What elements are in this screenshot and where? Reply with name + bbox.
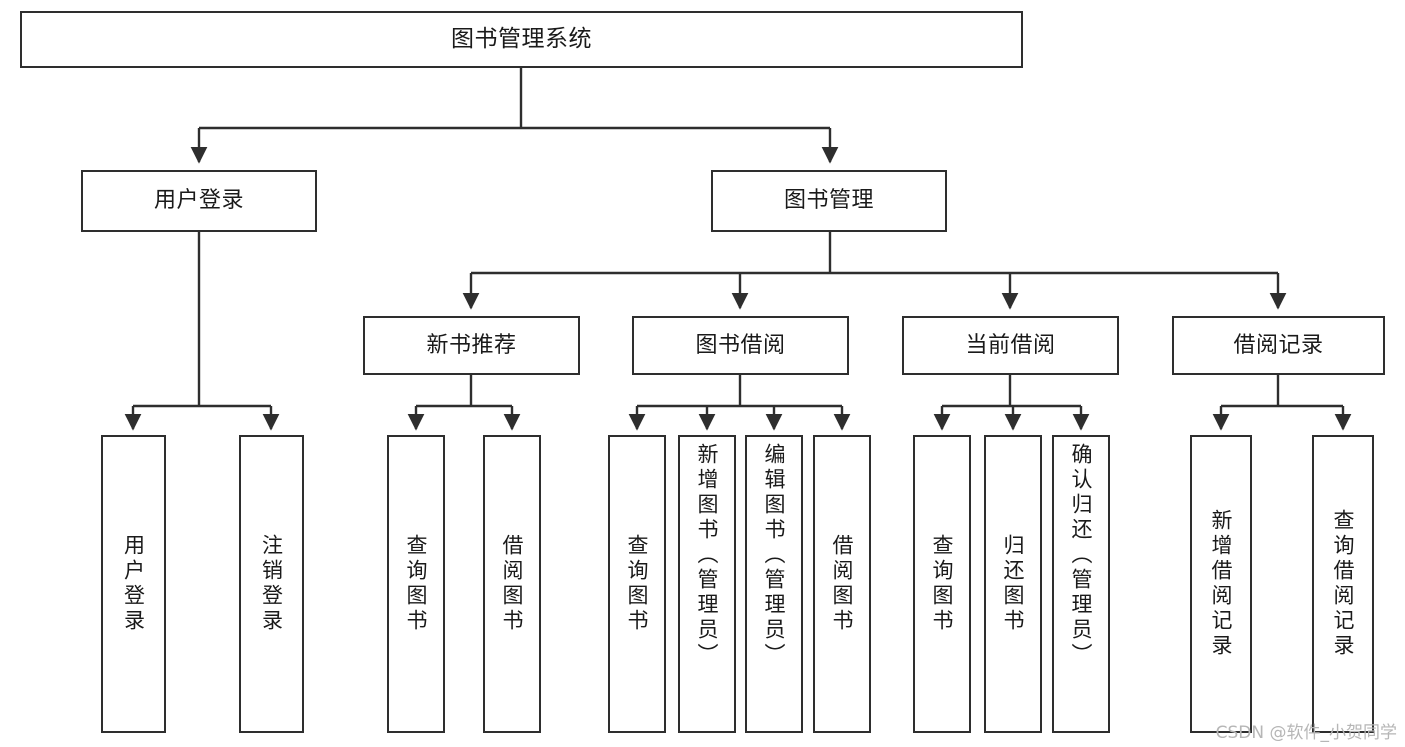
- node-root[interactable]: 图书管理系统: [20, 11, 1023, 68]
- node-leaf-query-book-1-label: 查询图书: [404, 534, 429, 634]
- node-leaf-query-borrow-record[interactable]: 查询借阅记录: [1312, 435, 1374, 733]
- node-leaf-user-login[interactable]: 用户登录: [101, 435, 166, 733]
- node-leaf-borrow-book-2[interactable]: 借阅图书: [813, 435, 871, 733]
- node-leaf-query-borrow-record-label: 查询借阅记录: [1331, 509, 1356, 659]
- node-new-book-recommend[interactable]: 新书推荐: [363, 316, 580, 375]
- node-leaf-edit-book-label: 编辑图书（管理员）: [762, 443, 787, 668]
- node-book-borrow-label: 图书借阅: [695, 332, 786, 358]
- node-leaf-add-book-label: 新增图书（管理员）: [695, 443, 720, 668]
- node-leaf-borrow-book-1-label: 借阅图书: [500, 534, 525, 634]
- node-book-borrow[interactable]: 图书借阅: [632, 316, 849, 375]
- node-leaf-add-borrow-record-label: 新增借阅记录: [1209, 509, 1234, 659]
- node-leaf-query-book-2[interactable]: 查询图书: [608, 435, 666, 733]
- node-leaf-borrow-book-1[interactable]: 借阅图书: [483, 435, 541, 733]
- node-leaf-return-book-label: 归还图书: [1001, 534, 1026, 634]
- node-leaf-return-book[interactable]: 归还图书: [984, 435, 1042, 733]
- node-root-label: 图书管理系统: [451, 25, 592, 52]
- node-leaf-logout-login-label: 注销登录: [259, 534, 284, 634]
- node-leaf-borrow-book-2-label: 借阅图书: [830, 534, 855, 634]
- node-leaf-add-book[interactable]: 新增图书（管理员）: [678, 435, 736, 733]
- node-leaf-confirm-return-label: 确认归还（管理员）: [1069, 443, 1094, 668]
- node-new-book-recommend-label: 新书推荐: [426, 332, 517, 358]
- node-leaf-query-book-3-label: 查询图书: [930, 534, 955, 634]
- node-leaf-edit-book[interactable]: 编辑图书（管理员）: [745, 435, 803, 733]
- node-leaf-add-borrow-record[interactable]: 新增借阅记录: [1190, 435, 1252, 733]
- node-leaf-user-login-label: 用户登录: [121, 534, 146, 634]
- node-leaf-logout-login[interactable]: 注销登录: [239, 435, 304, 733]
- node-user-login-label: 用户登录: [153, 188, 244, 214]
- node-user-login[interactable]: 用户登录: [81, 170, 317, 232]
- node-leaf-query-book-1[interactable]: 查询图书: [387, 435, 445, 733]
- node-borrow-record[interactable]: 借阅记录: [1172, 316, 1385, 375]
- node-leaf-query-book-2-label: 查询图书: [625, 534, 650, 634]
- csdn-watermark: CSDN @软件_小贺同学: [1215, 723, 1397, 743]
- node-book-management-label: 图书管理: [783, 188, 874, 214]
- node-leaf-query-book-3[interactable]: 查询图书: [913, 435, 971, 733]
- node-book-management[interactable]: 图书管理: [711, 170, 947, 232]
- node-current-borrow[interactable]: 当前借阅: [902, 316, 1119, 375]
- node-borrow-record-label: 借阅记录: [1233, 332, 1324, 358]
- node-leaf-confirm-return[interactable]: 确认归还（管理员）: [1052, 435, 1110, 733]
- node-current-borrow-label: 当前借阅: [965, 332, 1056, 358]
